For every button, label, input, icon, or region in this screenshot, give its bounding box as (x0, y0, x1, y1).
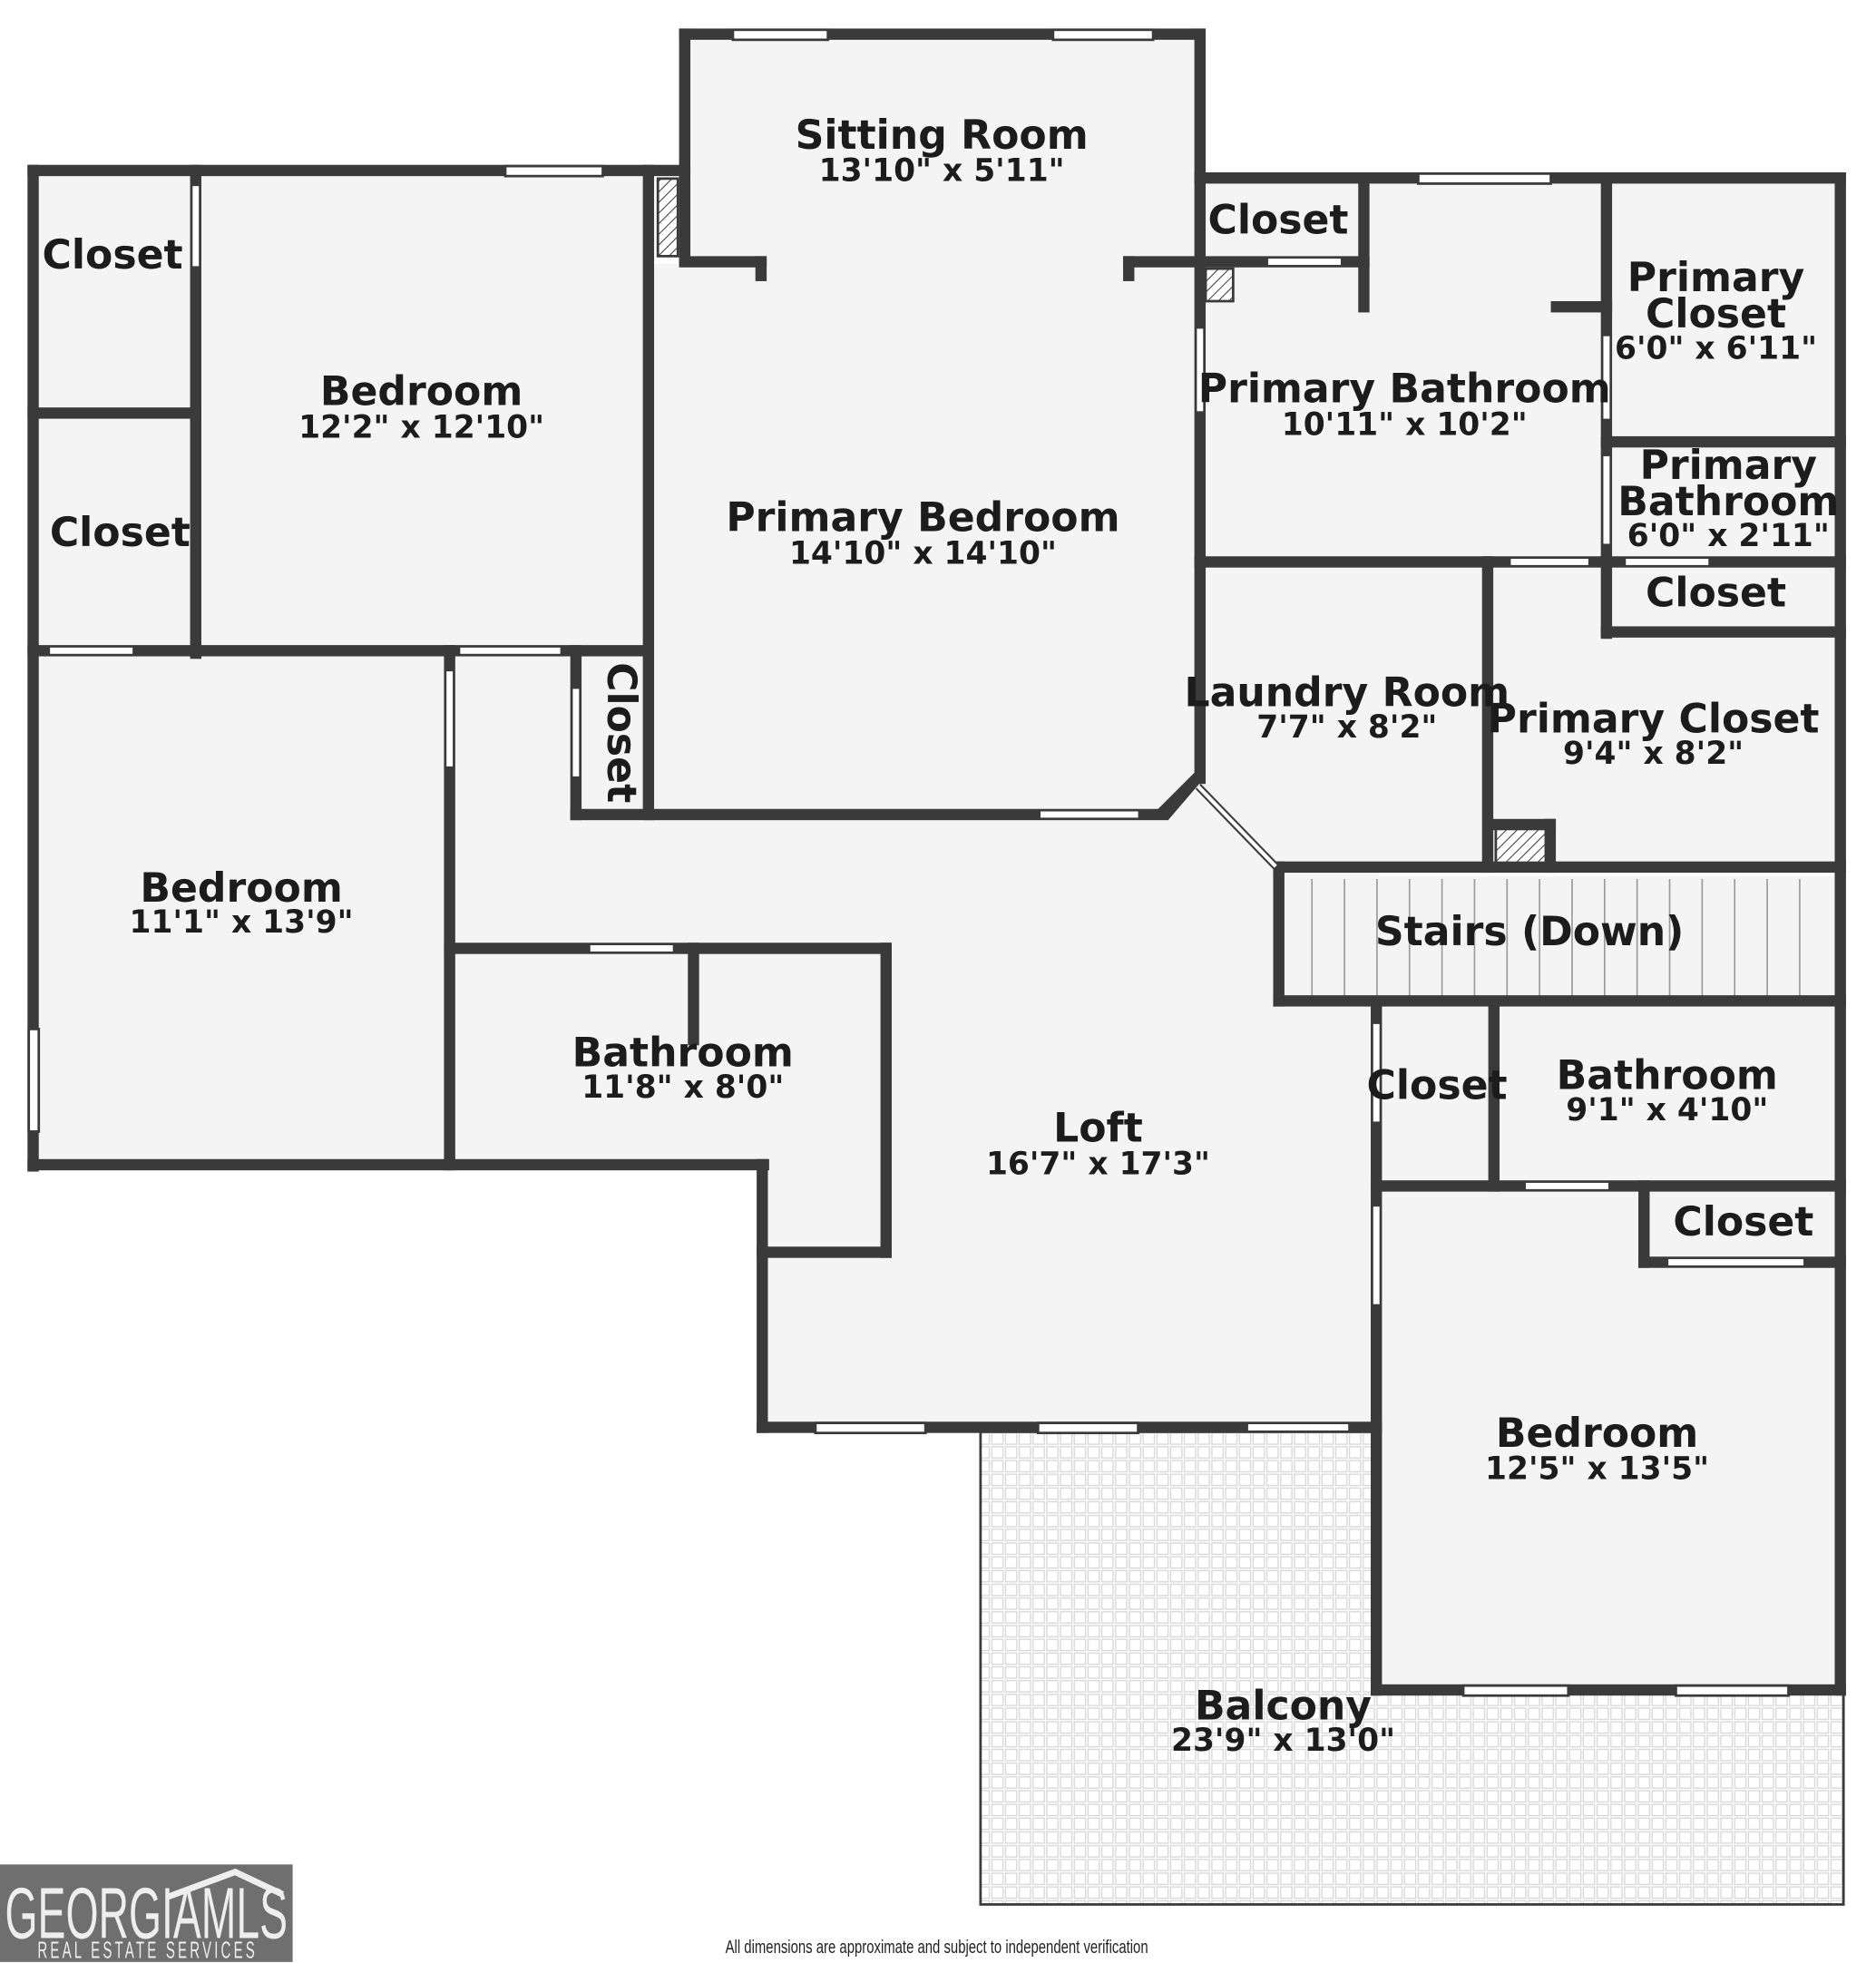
room-label: Primary Closet (1488, 697, 1820, 743)
room-label: Laundry Room (1184, 670, 1510, 717)
room-label: Bedroom (320, 368, 523, 415)
room-label: Primary Bedroom (726, 495, 1119, 542)
room-label: Loft (1053, 1105, 1143, 1151)
chase-1 (656, 177, 679, 258)
room-dims: 11'1" x 13'9" (130, 904, 354, 941)
room-dims: 9'4" x 8'2" (1563, 736, 1744, 772)
disclaimer: All dimensions are approximate and subje… (726, 1937, 1148, 1958)
roof-icon (166, 1868, 285, 1900)
room-label: Primary (1627, 255, 1804, 301)
room-dims: 16'7" x 17'3" (986, 1146, 1210, 1182)
room-dims: 13'10" x 5'11" (819, 153, 1065, 190)
room-dims: 10'11" x 10'2" (1282, 407, 1528, 444)
logo-tagline: REAL ESTATE SERVICES (37, 1937, 258, 1963)
room-label: Closet (50, 510, 191, 556)
room-label: Balcony (1195, 1683, 1372, 1729)
room-dims: 12'5" x 13'5" (1485, 1451, 1709, 1488)
room-label: Primary (1640, 443, 1817, 489)
windows (27, 28, 1790, 1697)
floors (34, 35, 1839, 1690)
room-dims: 6'0" x 6'11" (1615, 330, 1817, 366)
room-label: Closet (598, 662, 644, 803)
room-dims: 14'10" x 14'10" (789, 536, 1057, 572)
logo-wordmark: GEORGIAMLS (5, 1873, 288, 1954)
chase-2 (1204, 267, 1235, 303)
room-label: Closet (1673, 1199, 1813, 1245)
room-label: Closet (1207, 198, 1348, 244)
room-label: Bedroom (140, 865, 342, 912)
room-dims: 6'0" x 2'11" (1627, 518, 1830, 554)
room-dims: 7'7" x 8'2" (1256, 709, 1437, 746)
room-dims: 9'1" x 4'10" (1566, 1092, 1768, 1128)
georgia-mls-logo: GEORGIAMLS REAL ESTATE SERVICES (0, 1864, 293, 1963)
door-openings (50, 186, 1804, 1431)
stair-treads (1311, 878, 1801, 998)
room-label: Sitting Room (796, 112, 1089, 159)
room-label: Bathroom (572, 1030, 794, 1077)
room-label: Closet (1646, 570, 1786, 616)
room-dims: 11'8" x 8'0" (581, 1069, 784, 1106)
room-dims: 12'2" x 12'10" (298, 409, 544, 445)
room-label: Closet (1367, 1063, 1508, 1109)
room-label: Closet (1646, 291, 1786, 337)
room-label: Bathroom (1557, 1053, 1778, 1099)
room-label: Closet (43, 232, 183, 278)
room-label: Primary Bathroom (1198, 366, 1611, 413)
room-dims: 23'9" x 13'0" (1171, 1723, 1395, 1759)
chase-3 (1494, 827, 1548, 868)
room-label: Stairs (Down) (1375, 909, 1685, 955)
room-label: Bedroom (1496, 1411, 1698, 1457)
room-label: Bathroom (1617, 479, 1839, 525)
room-labels: Sitting Room 13'10" x 5'11" Bedroom 12'2… (43, 112, 1840, 1759)
